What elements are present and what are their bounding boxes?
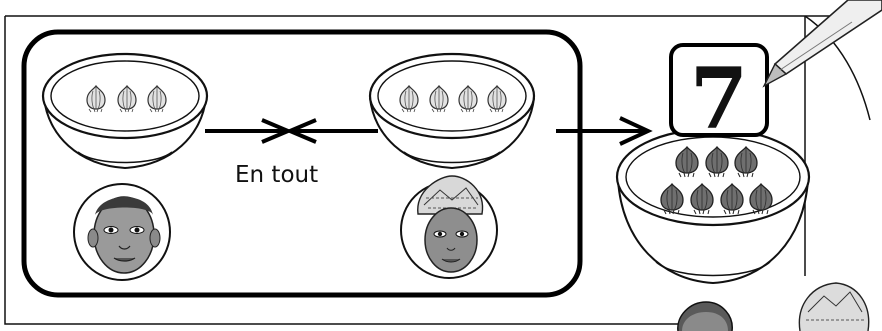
girl-face-icon (798, 282, 870, 331)
bowl-icon (368, 52, 536, 170)
group-box (21, 29, 583, 298)
arrow-icon (556, 116, 653, 146)
outer-frame-curve (804, 15, 871, 121)
girl-face-icon (400, 175, 498, 279)
caption-en-tout: En tout (235, 162, 319, 188)
arrow-icon (205, 118, 294, 144)
boy-face-icon (677, 301, 733, 331)
boy-face-icon (73, 183, 171, 281)
pencil-icon (762, 0, 882, 88)
bowl-icon (41, 52, 209, 170)
garlic-group-left (86, 85, 167, 113)
result-number: 7 (690, 49, 748, 148)
arrow-icon (284, 118, 378, 144)
result-box (669, 43, 769, 137)
